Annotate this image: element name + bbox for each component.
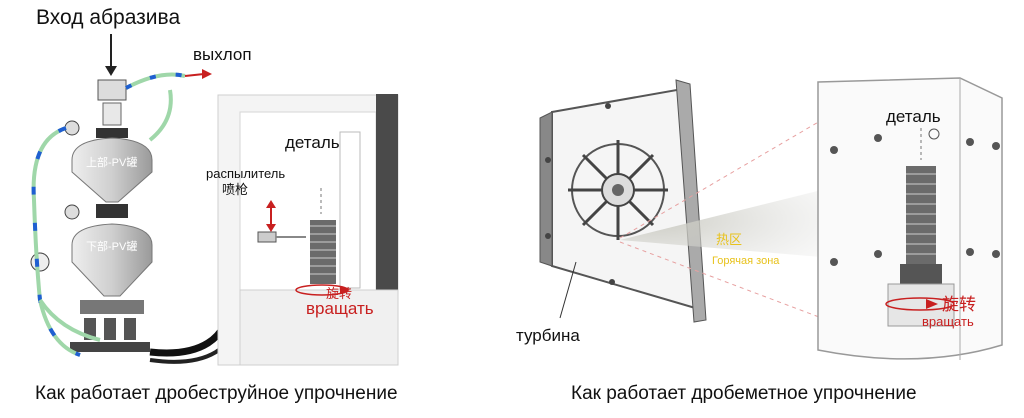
workpiece-right <box>887 166 955 327</box>
part-label-left: деталь <box>285 133 340 152</box>
valve-manifold <box>70 300 150 352</box>
air-blast-system: Вход абразива 上部-PV罐 下部-PV罐 <box>30 6 399 366</box>
upper-pressure-gauge <box>64 120 80 136</box>
lower-pressure-vessel: 下部-PV罐 <box>71 223 153 297</box>
nozzle-label: распылитель <box>206 166 285 181</box>
rotate-label-left: вращать <box>306 299 374 318</box>
upper-pressure-vessel: 上部-PV罐 <box>71 137 153 203</box>
nozzle-motion-arrow <box>266 200 276 232</box>
exhaust-arrow <box>184 69 212 79</box>
air-hoses <box>31 72 186 357</box>
wheel-blast-system: 热区 Горячая зона <box>516 77 1003 360</box>
caption-right: Как работает дробеметное упрочнение <box>571 383 917 404</box>
workpiece-left <box>310 220 336 284</box>
inlet-pipe <box>102 102 122 126</box>
rotate-label-right: вращать <box>922 314 974 329</box>
rotate-indicator-right <box>885 297 955 311</box>
upper-flange <box>96 128 128 138</box>
side-valve <box>30 252 50 272</box>
caption-left: Как работает дробеструйное упрочнение <box>35 383 398 404</box>
turbine-leader-line <box>559 261 577 319</box>
hot-zone-label-cn: 热区 <box>716 232 742 247</box>
part-label-right: деталь <box>886 107 941 126</box>
turbine-label: турбина <box>516 326 580 345</box>
middle-flange <box>96 204 128 218</box>
nozzle <box>257 231 306 243</box>
abrasive-inlet-arrow <box>105 34 117 76</box>
abrasive-inlet-label: Вход абразива <box>36 6 180 29</box>
lower-tank-label: 下部-PV罐 <box>86 239 137 253</box>
rotate-label-cn-right: 旋转 <box>942 295 976 314</box>
exhaust-label: выхлоп <box>193 45 252 64</box>
shot-stream <box>620 178 880 262</box>
inlet-valve <box>97 79 127 101</box>
rotate-indicator-left <box>295 284 350 296</box>
lower-pressure-gauge <box>64 204 80 220</box>
turbine-wheel <box>568 140 668 240</box>
hot-zone-label: Горячая зона <box>712 255 780 267</box>
spray-boundary-bottom <box>619 241 881 341</box>
nozzle-label-cn: 喷枪 <box>222 182 248 197</box>
blast-cabinet <box>217 94 399 366</box>
rotate-label-cn-left: 旋转 <box>326 286 352 301</box>
upper-tank-label: 上部-PV罐 <box>86 155 137 169</box>
